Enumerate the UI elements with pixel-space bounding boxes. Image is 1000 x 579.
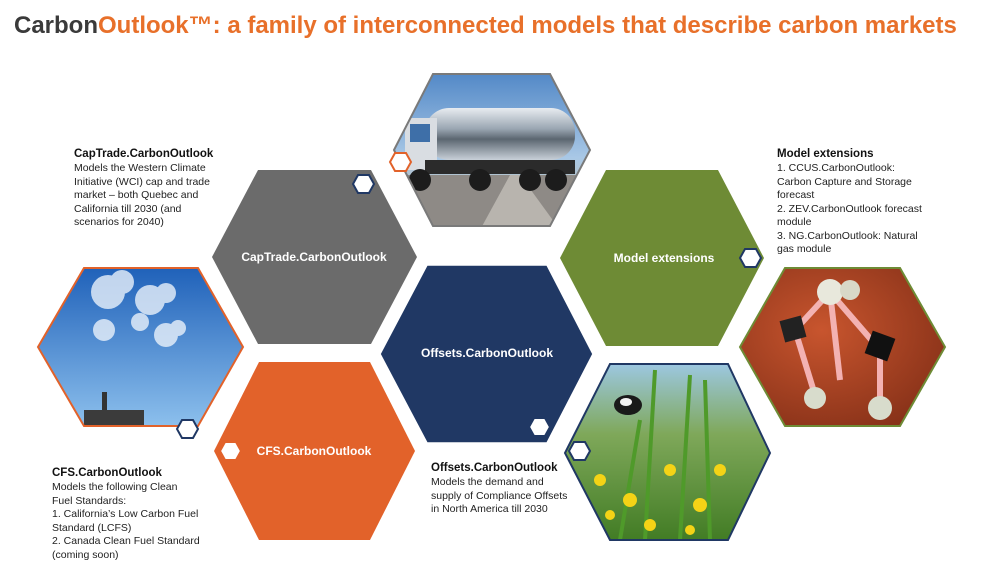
title-brand-prefix: Carbon xyxy=(14,12,98,39)
captrade-hex-badge xyxy=(351,174,376,194)
extensions-description-heading: Model extensions xyxy=(777,148,874,160)
captrade-description-line: scenarios for 2040) xyxy=(74,216,164,228)
extensions-description-line: 3. NG.CarbonOutlook: Natural xyxy=(777,229,918,242)
extensions-hexagon[interactable] xyxy=(560,170,764,346)
captrade-description: CapTrade.CarbonOutlook Models the Wester… xyxy=(74,147,244,230)
co2-hex-frame xyxy=(36,267,245,427)
extensions-hex-badge xyxy=(738,248,763,268)
offsets-description-line: supply of Compliance Offsets xyxy=(431,489,568,502)
cfs-description-line: Standard (LCFS) xyxy=(52,521,132,534)
extensions-description-line: 2. ZEV.CarbonOutlook forecast xyxy=(777,202,922,215)
page-title: CarbonOutlook™: a family of interconnect… xyxy=(14,12,957,40)
extensions-description-line: gas module xyxy=(777,243,832,255)
captrade-hexagon[interactable] xyxy=(212,170,417,344)
offsets-description-line: in North America till 2030 xyxy=(431,503,548,515)
offsets-hex-badge xyxy=(527,417,552,437)
offsets-description-line: Models the demand and xyxy=(431,476,544,488)
captrade-description-line: Initiative (WCI) cap and trade xyxy=(74,175,210,188)
field-hex-frame xyxy=(563,363,772,541)
cfs-description-heading: CFS.CarbonOutlook xyxy=(52,467,162,479)
co2-sky-photo xyxy=(38,268,243,426)
field-hex-badge xyxy=(567,441,592,461)
captrade-description-line: California till 2030 (and xyxy=(74,202,182,215)
tanker-truck-photo xyxy=(394,74,590,226)
title-brand-suffix: Outlook™ xyxy=(98,12,213,39)
cfs-description-line: (coming soon) xyxy=(52,548,119,561)
cfs-hexagon-label: CFS.CarbonOutlook xyxy=(257,444,372,458)
offsets-description: Offsets.CarbonOutlook Models the demand … xyxy=(431,461,601,517)
captrade-description-line: market – both Quebec and xyxy=(74,189,199,201)
cfs-hex-badge xyxy=(218,441,243,461)
cfs-hexagon[interactable] xyxy=(214,362,415,540)
cfs-description: CFS.CarbonOutlook Models the following C… xyxy=(52,466,232,562)
captrade-description-heading: CapTrade.CarbonOutlook xyxy=(74,148,214,160)
cfs-description-line: Models the following Clean xyxy=(52,481,178,493)
co2-hex-badge xyxy=(175,419,200,439)
extensions-description-line: 1. CCUS.CarbonOutlook: xyxy=(777,162,895,174)
extensions-hexagon-label: Model extensions xyxy=(614,251,715,265)
captrade-description-line: Models the Western Climate xyxy=(74,162,206,174)
extensions-description-line: module xyxy=(777,216,812,228)
offsets-hexagon-label: Offsets.CarbonOutlook xyxy=(421,346,553,360)
offsets-hexagon[interactable] xyxy=(379,264,594,444)
truck-hex-badge xyxy=(388,152,413,172)
cfs-description-line: 2. Canada Clean Fuel Standard xyxy=(52,535,200,547)
offsets-description-heading: Offsets.CarbonOutlook xyxy=(431,462,558,474)
molecule-model-photo xyxy=(740,268,945,426)
extensions-description: Model extensions 1. CCUS.CarbonOutlook: … xyxy=(777,147,957,257)
cfs-description-line: 1. California’s Low Carbon Fuel xyxy=(52,508,199,520)
title-rest: : a family of interconnected models that… xyxy=(212,12,957,39)
extensions-description-line: forecast xyxy=(777,189,815,201)
cow-field-photo xyxy=(565,364,770,540)
captrade-hexagon-label: CapTrade.CarbonOutlook xyxy=(241,250,387,264)
molecule-hex-frame xyxy=(738,267,947,427)
truck-hex-frame xyxy=(392,73,592,227)
cfs-description-line: Fuel Standards: xyxy=(52,494,127,507)
extensions-description-line: Carbon Capture and Storage xyxy=(777,175,912,188)
